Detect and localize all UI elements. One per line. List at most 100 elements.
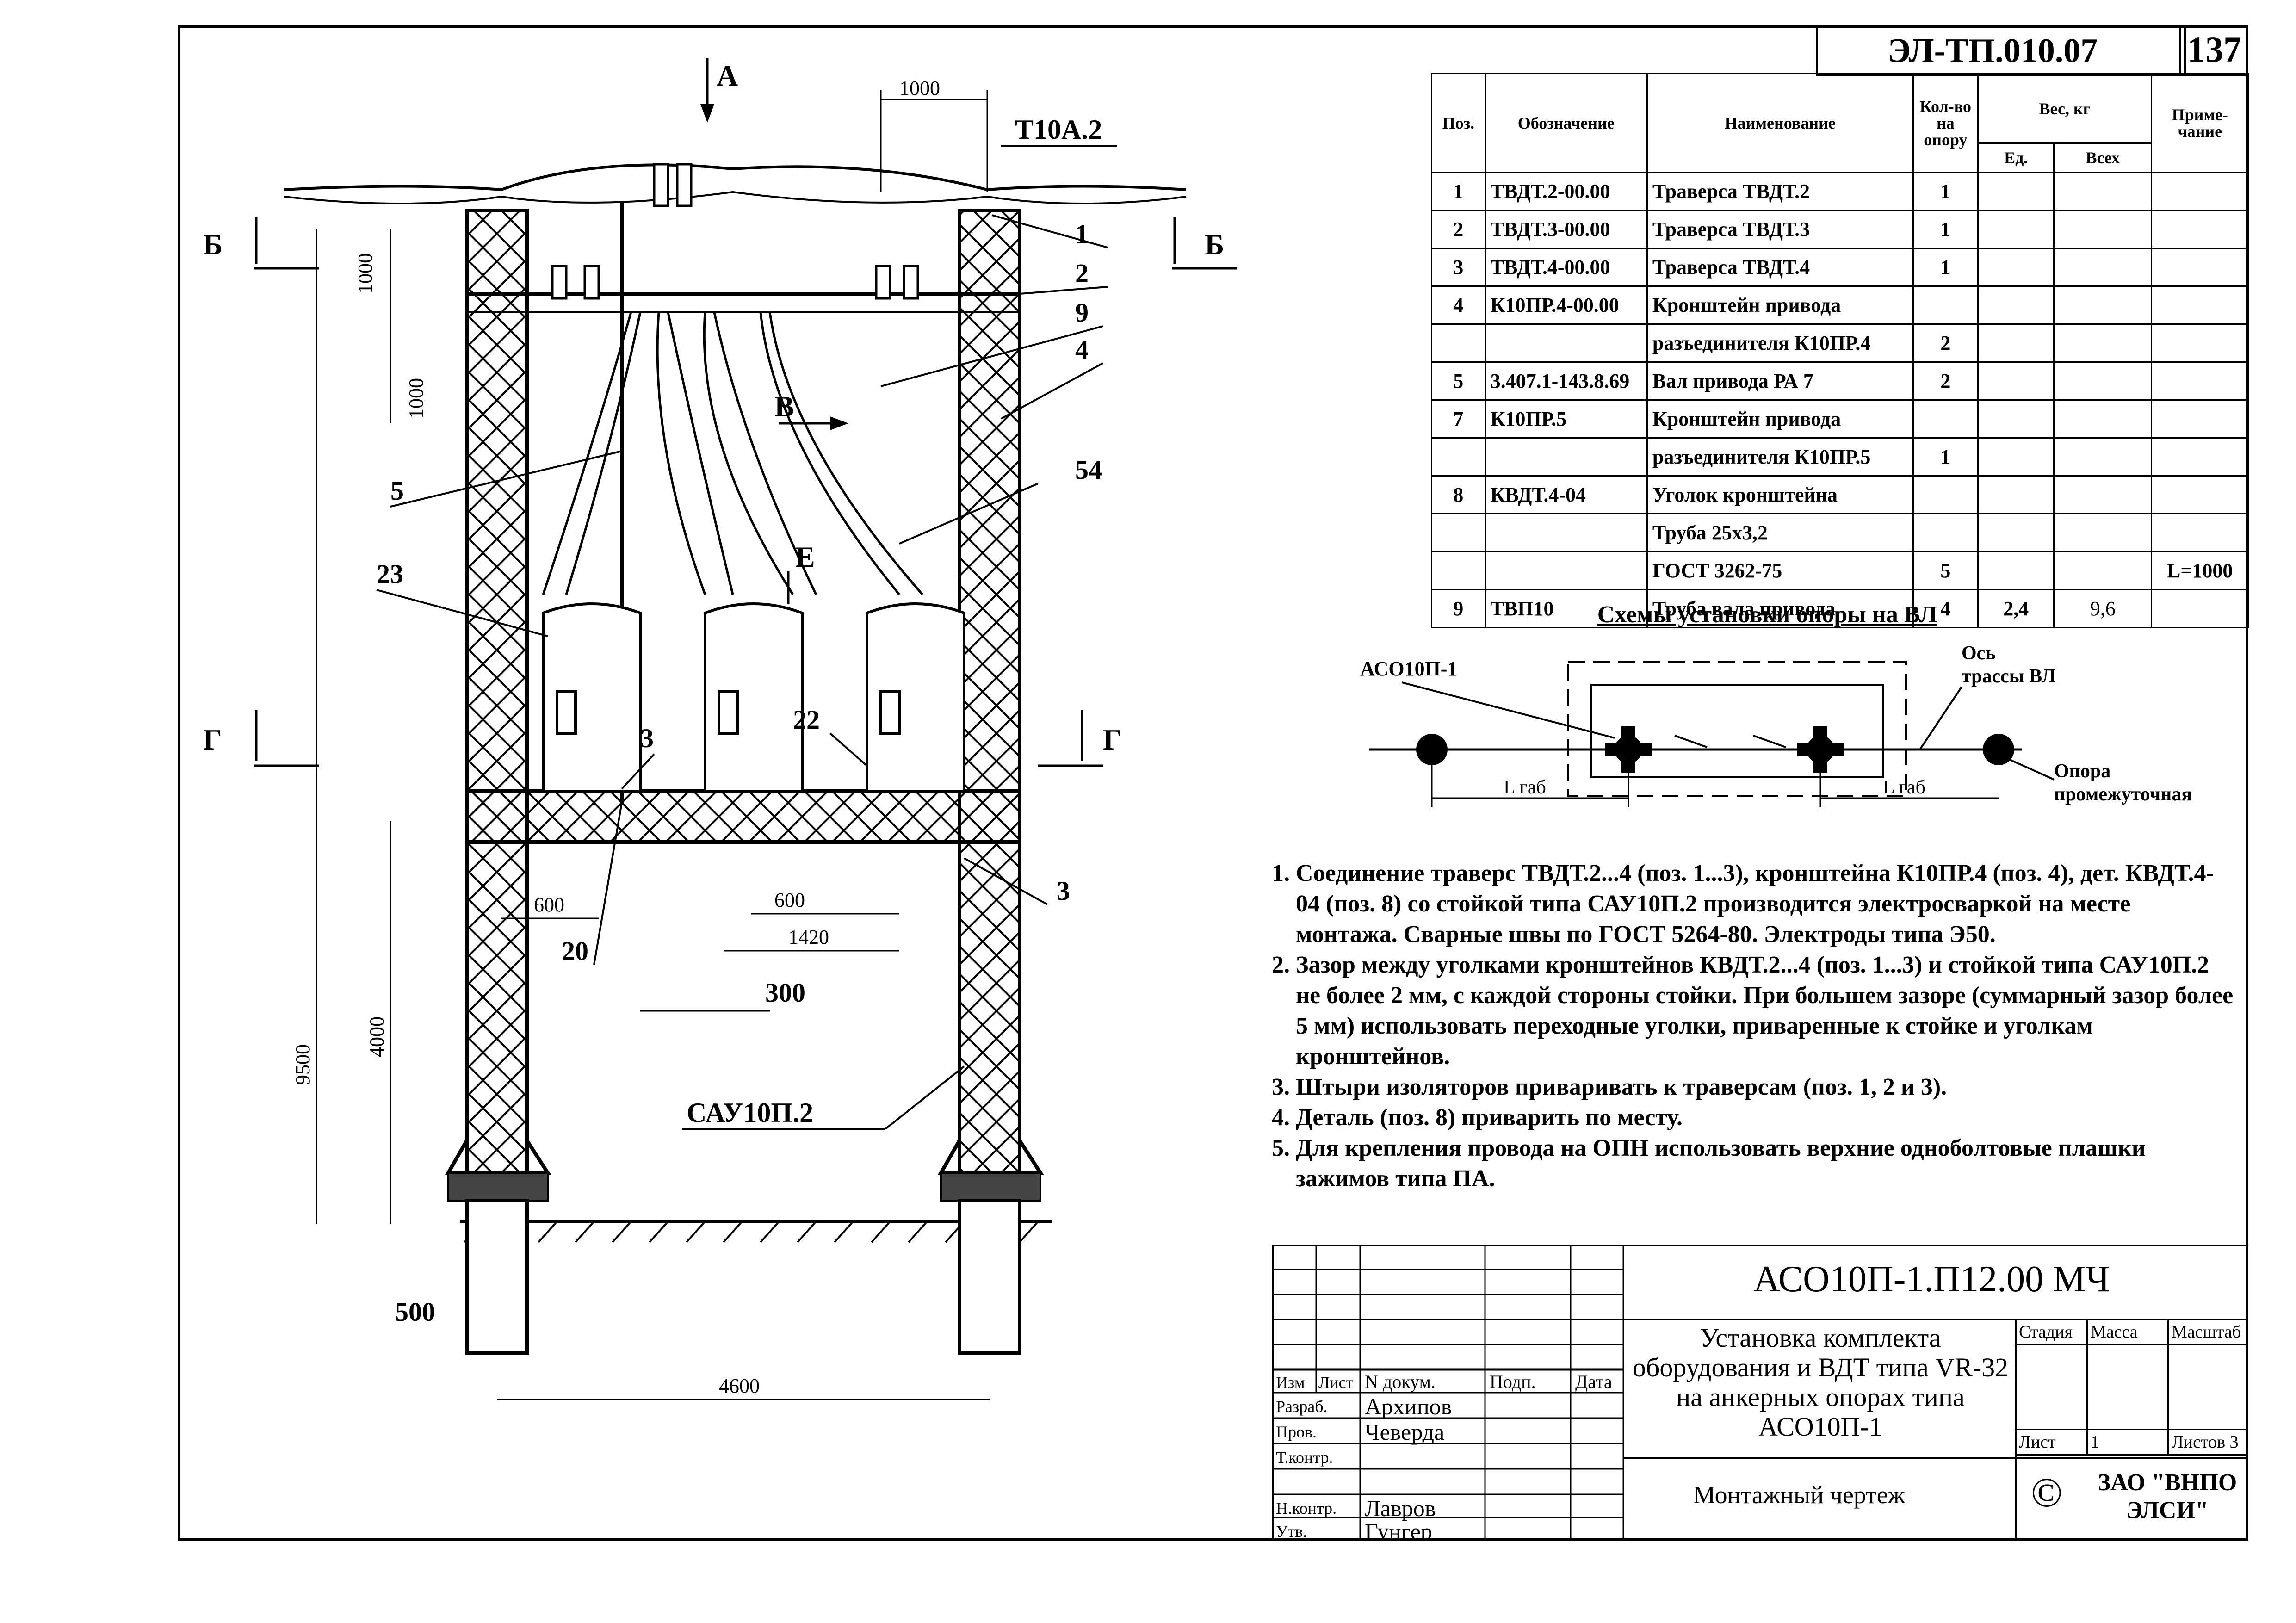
title-text-line	[1624, 1457, 2248, 1459]
specification-table: Поз. Обозначение Наименование Кол-во на …	[1431, 73, 2249, 628]
technical-notes: Соединение траверс ТВДТ.2...4 (поз. 1...…	[1265, 858, 2237, 1194]
callout: 22	[793, 705, 820, 735]
stamp-role: Пров.	[1276, 1423, 1317, 1441]
intermediate-pole-right-icon	[1983, 734, 2014, 765]
scheme-label-axis-2: трассы ВЛ	[1962, 666, 2056, 687]
equipment-platform-beam	[465, 789, 1021, 844]
callout: 54	[1075, 455, 1102, 485]
dim-1000-top: 1000	[899, 77, 940, 99]
stamp-col-date: Дата	[1575, 1371, 1612, 1392]
title-doc-code: АСО10П-1.П12.00 МЧ	[1753, 1259, 2110, 1300]
dim-300: 300	[765, 978, 805, 1008]
view-b-right-label: Б	[1205, 228, 1224, 261]
col-unit: Ед.	[1977, 142, 2055, 173]
label-t10a: Т10А.2	[1015, 114, 1102, 145]
callout: 5	[390, 476, 404, 506]
stamp-col-ndoc: N докум.	[1365, 1371, 1436, 1392]
scheme-label-inter-2: промежуточная	[2054, 784, 2192, 805]
copyright-icon: ©	[2031, 1470, 2063, 1516]
view-v-label: В	[774, 390, 794, 423]
dim-600-left: 600	[534, 893, 564, 916]
dim-1000-v2: 1000	[405, 378, 427, 419]
col-pos: Поз.	[1431, 73, 1486, 173]
dim-1420: 1420	[788, 926, 829, 948]
down-cables	[542, 312, 923, 595]
scheme-label-axis-1: Ось	[1962, 643, 1996, 664]
scheme-title: Схемы установки опоры на ВЛ	[1597, 601, 1937, 628]
dim-9500: 9500	[291, 1044, 314, 1085]
stamp-col-list: Лист	[1318, 1373, 1354, 1392]
drawing-code: ЭЛ-ТП.010.07	[1888, 32, 2098, 70]
overhead-wires	[284, 163, 1187, 192]
stamp-col-izm: Изм	[1276, 1373, 1305, 1392]
voltage-regulators	[542, 602, 965, 793]
dim-4000: 4000	[365, 1016, 388, 1057]
note-item: Деталь (поз. 8) приварить по месту.	[1296, 1103, 2237, 1133]
note-item: Зазор между уголками кронштейнов КВДТ.2.…	[1296, 950, 2237, 1072]
stamp-grid: Изм Лист N докум. Подп. Дата Разраб. Арх…	[1272, 1245, 1624, 1541]
dim-1000-v1: 1000	[354, 253, 377, 294]
page-number: 137	[2187, 29, 2241, 69]
note-item: Соединение траверс ТВДТ.2...4 (поз. 1...…	[1296, 858, 2237, 950]
company-name: ЗАО "ВНПО ЭЛСИ"	[2098, 1469, 2237, 1524]
dim-600-mid: 600	[774, 889, 805, 911]
callout: 1	[1075, 219, 1089, 249]
callout: 23	[377, 559, 403, 589]
pole-left-leg	[445, 209, 551, 1355]
note-item: Штыри изоляторов приваривать к траверсам…	[1296, 1072, 2237, 1103]
dimension-lines	[316, 90, 990, 1400]
callout: 3	[640, 723, 654, 753]
dim-500: 500	[395, 1297, 435, 1327]
scale-label: Масштаб	[2167, 1319, 2248, 1345]
note-item: Для крепления провода на ОПН использоват…	[1296, 1133, 2237, 1194]
view-e-label: Е	[795, 540, 815, 573]
sheet-value: 1	[2086, 1429, 2169, 1456]
view-g-right-label: Г	[1103, 723, 1122, 756]
stage-label: Стадия	[2015, 1319, 2088, 1345]
title-doc-code-line	[1624, 1319, 2248, 1320]
stamp-person: Гунгер	[1365, 1518, 1432, 1541]
scheme-lgab-right: L габ	[1883, 777, 1925, 798]
stamp-role: Утв.	[1276, 1522, 1307, 1541]
callout: 4	[1075, 335, 1089, 365]
dim-4600: 4600	[719, 1375, 760, 1397]
stamp-role: Н.контр.	[1276, 1499, 1337, 1518]
stamp-col-podp: Подп.	[1490, 1371, 1536, 1392]
view-b-left-label: Б	[203, 228, 223, 261]
mass-label: Масса	[2086, 1319, 2169, 1345]
scheme-label-pole: АСО10П-1	[1360, 657, 1457, 680]
stamp-person: Архипов	[1365, 1394, 1452, 1419]
col-qty: Кол-во на опору	[1912, 73, 1979, 173]
drawing-sheet-frame	[178, 25, 2248, 1541]
sheets-value: 3	[2229, 1432, 2239, 1452]
pole-elevation-drawing: А Б Б Г Г В Е 1000 1000 1000 9500 4000 6…	[203, 58, 1237, 1400]
col-total: Всех	[2053, 142, 2153, 173]
col-name: Наименование	[1646, 73, 1914, 173]
insulators	[551, 163, 919, 300]
col-designation: Обозначение	[1484, 73, 1648, 173]
callout: 2	[1075, 258, 1089, 288]
callout: 9	[1075, 297, 1089, 328]
title-subtitle: Монтажный чертеж	[1693, 1481, 1905, 1509]
stamp-role: Т.контр.	[1276, 1448, 1333, 1467]
callout: 3	[1057, 876, 1070, 906]
anchor-pole-left-icon	[1605, 726, 1652, 773]
leader-lines	[376, 214, 1108, 965]
intermediate-pole-left-icon	[1416, 734, 1448, 765]
stamp-person: Чеверда	[1365, 1419, 1444, 1445]
pole-right-leg	[938, 209, 1044, 1355]
sheet-label: Лист	[2015, 1429, 2088, 1456]
stamp-role: Разраб.	[1276, 1397, 1328, 1416]
callout: 20	[562, 936, 588, 966]
table-row: Труба 25х3,2	[1431, 513, 2249, 552]
